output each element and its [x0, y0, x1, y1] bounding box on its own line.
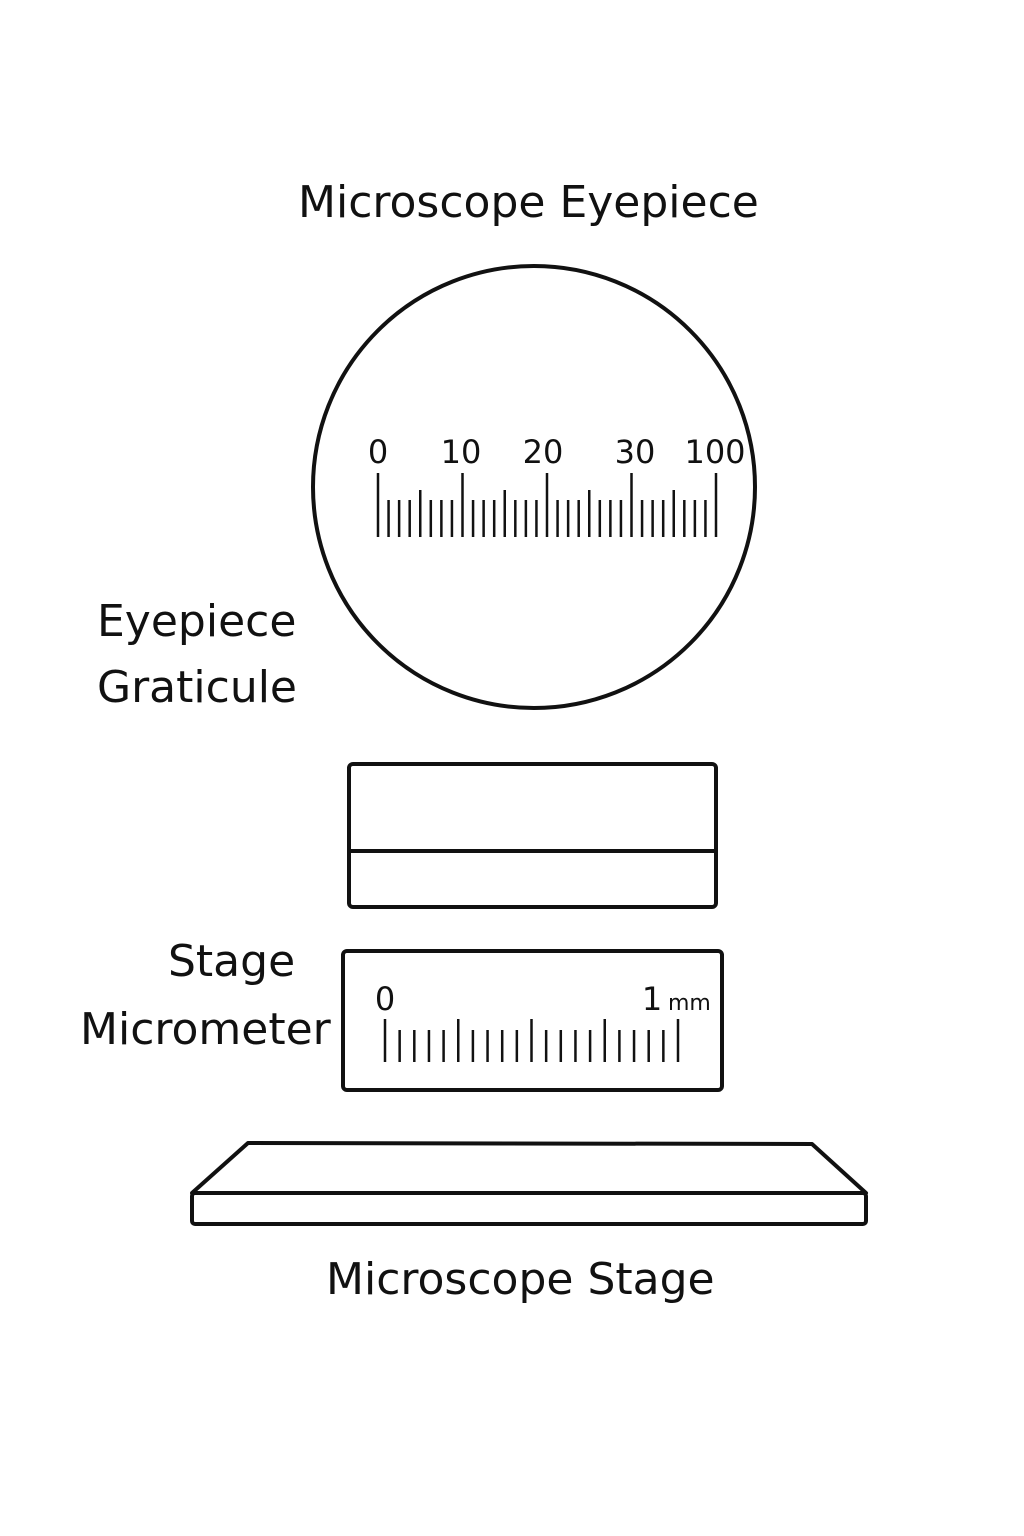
microscope-stage: [190, 1141, 868, 1226]
micrometer-scale: [383, 1019, 680, 1062]
stage-micrometer-label-line2: Micrometer: [80, 1004, 331, 1055]
graticule-label-0: 0: [368, 433, 388, 471]
objective-block: [347, 762, 718, 909]
graticule-label-line2: Graticule: [97, 662, 297, 713]
stage-micrometer-label-line1: Stage: [168, 936, 296, 987]
graticule-label-20: 20: [523, 433, 564, 471]
graticule-label-line1: Eyepiece: [97, 596, 297, 647]
micrometer-unit: mm: [668, 991, 711, 1016]
graticule-label-100: 100: [684, 433, 745, 471]
graticule-scale: [376, 473, 718, 537]
micrometer-label-1: 1: [642, 980, 662, 1018]
eyepiece-circle: [311, 264, 757, 710]
stage-micrometer-slide: [341, 949, 724, 1092]
graticule-label-10: 10: [441, 433, 482, 471]
eyepiece-title: Microscope Eyepiece: [298, 177, 759, 228]
stage-title: Microscope Stage: [326, 1254, 715, 1305]
micrometer-label-0: 0: [375, 980, 395, 1018]
graticule-label-30: 30: [615, 433, 656, 471]
